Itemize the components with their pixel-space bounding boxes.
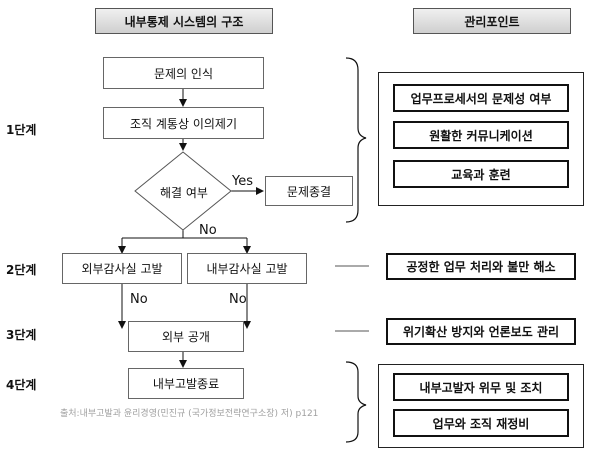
stage1-brace bbox=[345, 57, 367, 223]
problem-closed-box: 문제종결 bbox=[265, 176, 353, 206]
stage1-points-panel: 업무프로세서의 문제성 여부 원활한 커뮤니케이션 교육과 훈련 bbox=[378, 72, 584, 206]
decision-diamond bbox=[134, 151, 232, 231]
stage4-points-panel: 내부고발자 위무 및 조치 업무와 조직 재정비 bbox=[378, 364, 584, 448]
decision-label: 해결 여부 bbox=[160, 186, 208, 200]
no-label-left: No bbox=[130, 292, 148, 307]
external-disclosure-box: 외부 공개 bbox=[128, 321, 244, 352]
stage-2-label: 2단계 bbox=[6, 263, 37, 277]
yes-label: Yes bbox=[232, 174, 253, 189]
raise-objection-box: 조직 계통상 이의제기 bbox=[103, 107, 264, 139]
point-education-training: 교육과 훈련 bbox=[393, 160, 569, 188]
internal-audit-report-box: 내부감사실 고발 bbox=[187, 253, 307, 284]
point-crisis-management: 위기확산 방지와 언론보도 관리 bbox=[386, 318, 576, 345]
stage-4-label: 4단계 bbox=[6, 378, 37, 392]
source-caption: 출처:내부고발과 윤리경영(민진규 (국가정보전략연구소장) 저) p121 bbox=[60, 409, 319, 419]
management-points-header: 관리포인트 bbox=[413, 8, 571, 34]
external-audit-report-box: 외부감사실 고발 bbox=[62, 253, 182, 284]
point-process-issue: 업무프로세서의 문제성 여부 bbox=[393, 84, 569, 112]
whistleblowing-end-box: 내부고발종료 bbox=[128, 368, 244, 399]
point-reorganization: 업무와 조직 재정비 bbox=[393, 409, 569, 437]
no-label-right: No bbox=[229, 292, 247, 307]
stage4-brace bbox=[345, 361, 367, 443]
structure-header: 내부통제 시스템의 구조 bbox=[95, 8, 273, 34]
problem-recognition-box: 문제의 인식 bbox=[103, 57, 264, 89]
no-label-main: No bbox=[199, 223, 217, 238]
point-whistleblower-care: 내부고발자 위무 및 조치 bbox=[393, 373, 569, 401]
stage-3-label: 3단계 bbox=[6, 328, 37, 342]
stage-1-label: 1단계 bbox=[6, 123, 37, 137]
point-fair-processing: 공정한 업무 처리와 불만 해소 bbox=[386, 253, 576, 280]
point-communication: 원활한 커뮤니케이션 bbox=[393, 121, 569, 149]
